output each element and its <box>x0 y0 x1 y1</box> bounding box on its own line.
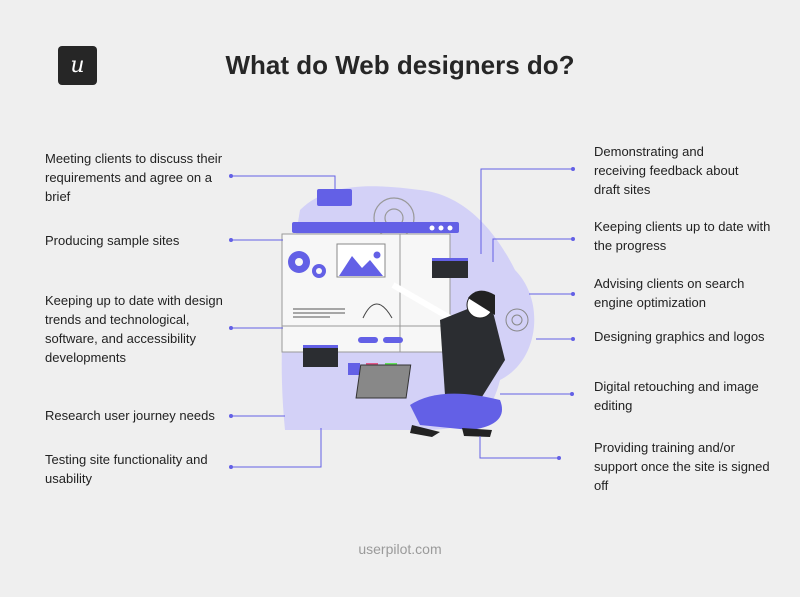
task-digital-retouching: Digital retouching and image editing <box>594 379 759 413</box>
code-window-2 <box>303 345 338 367</box>
task-demonstrating: Demonstrating and receiving feedback abo… <box>594 144 739 197</box>
userpilot-logo: u <box>58 46 97 85</box>
speech-bubble <box>317 189 352 206</box>
task-providing-training: Providing training and/or support once t… <box>594 440 770 493</box>
task-testing-site: Testing site functionality and usability <box>45 452 208 486</box>
task-research-user-journey: Research user journey needs <box>45 408 215 423</box>
task-keeping-up-to-date: Keeping up to date with design trends an… <box>45 293 223 365</box>
task-producing-samples: Producing sample sites <box>45 233 180 248</box>
browser-top-bar <box>292 222 459 233</box>
connector-lines <box>231 168 573 468</box>
swatch-purple <box>348 363 360 375</box>
laptop <box>355 364 412 399</box>
task-meeting-clients: Meeting clients to discuss their require… <box>45 151 223 204</box>
designer-person <box>355 282 505 437</box>
task-updating-clients: Keeping clients up to date with the prog… <box>594 219 771 253</box>
logo-letter: u <box>70 53 85 78</box>
task-advising-seo: Advising clients on search engine optimi… <box>594 276 745 310</box>
small-gear-icon <box>505 308 529 332</box>
page-title: What do Web designers do? <box>225 50 575 80</box>
connector-dots <box>229 167 575 469</box>
task-designing-graphics: Designing graphics and logos <box>594 329 765 344</box>
footer-url[interactable]: userpilot.com <box>358 541 442 557</box>
code-window <box>432 258 468 278</box>
